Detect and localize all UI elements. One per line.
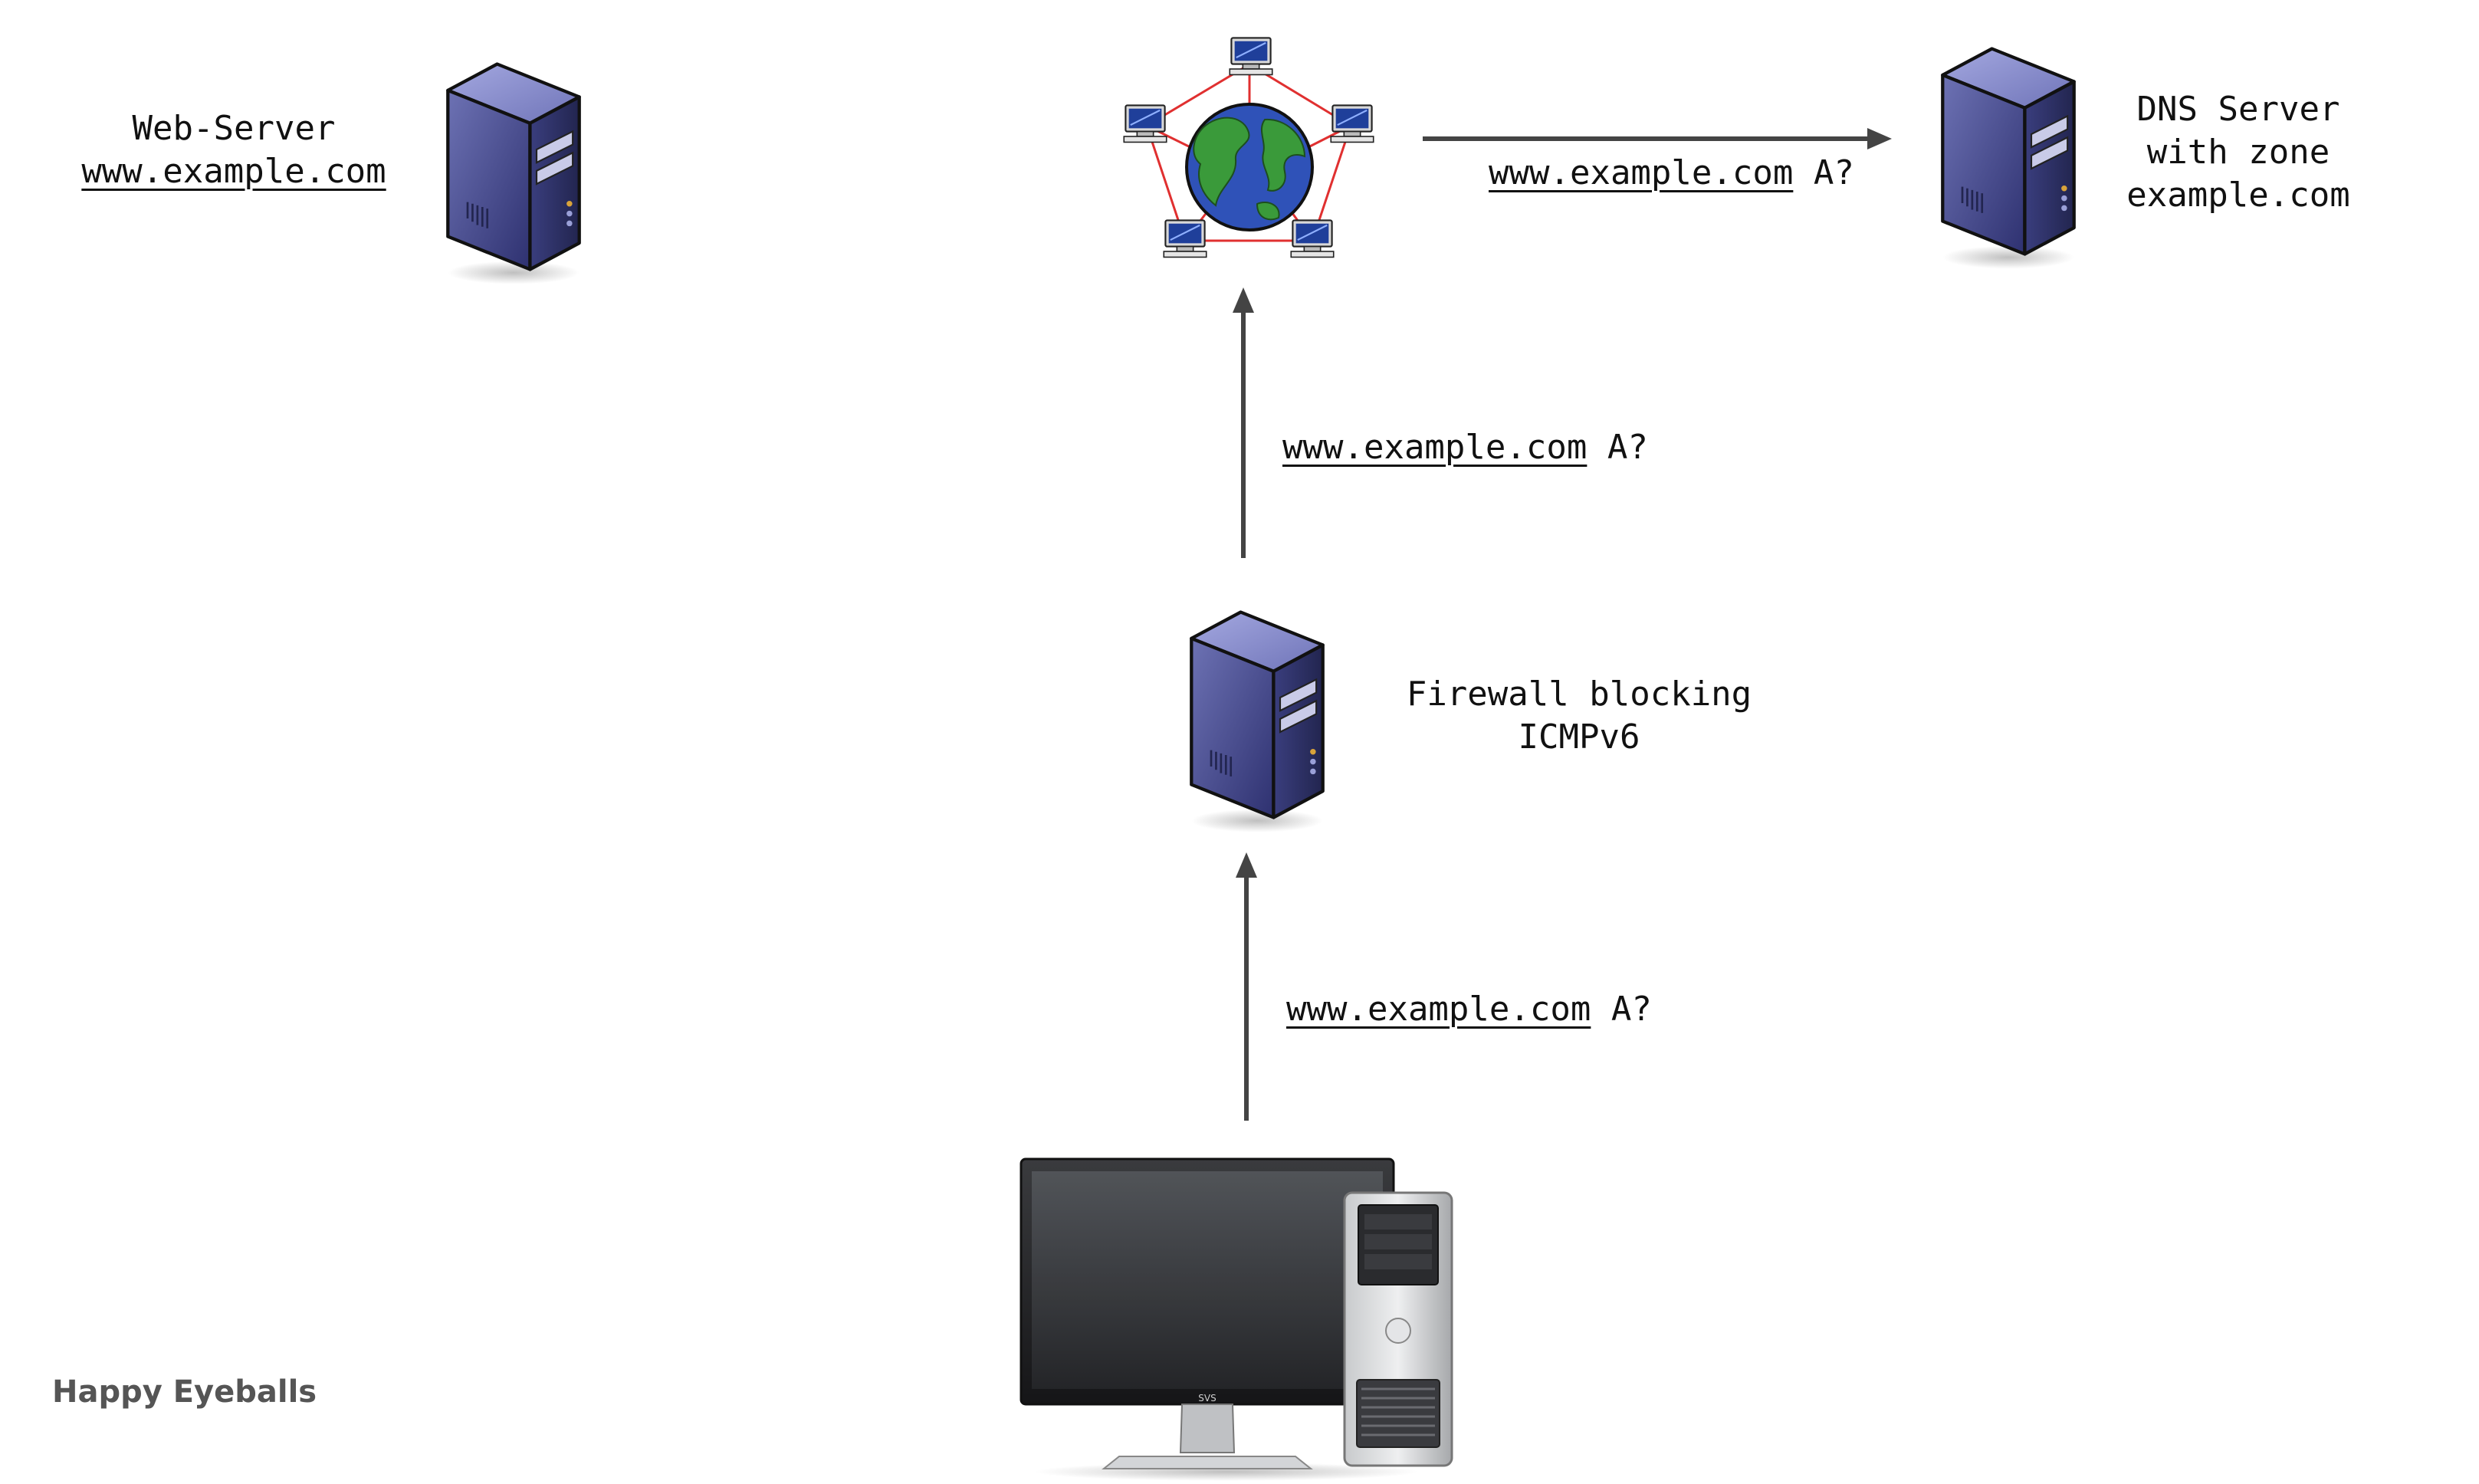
diagram-title: Happy Eyeballs xyxy=(52,1374,317,1410)
edge-label-internet-to-dns: www.example.com A? xyxy=(1489,152,1854,195)
web-server-hostname: www.example.com xyxy=(81,152,386,191)
monitor-brand: SVS xyxy=(1198,1393,1216,1404)
firewall-label: Firewall blocking ICMPv6 xyxy=(1380,673,1778,759)
dns-server-zone: example.com xyxy=(2126,176,2350,215)
dns-server-title: DNS Server xyxy=(2136,90,2340,129)
firewall-title: Firewall blocking xyxy=(1406,675,1752,714)
firewall-protocol: ICMPv6 xyxy=(1518,717,1640,757)
firewall-server-icon xyxy=(1161,606,1353,836)
edge-label-host: www.example.com xyxy=(1282,428,1588,467)
internet-globe-network-icon xyxy=(1123,37,1374,258)
edge-label-host: www.example.com xyxy=(1489,153,1794,192)
edge-label-query: A? xyxy=(1793,153,1854,192)
desktop-computer-icon: SVS xyxy=(1020,1157,1453,1481)
arrow-internet-to-dns xyxy=(1423,128,1892,149)
arrow-firewall-to-internet xyxy=(1233,287,1254,558)
edge-label-firewall-to-internet: www.example.com A? xyxy=(1282,426,1648,469)
dns-server-subtitle: with zone xyxy=(2146,133,2330,172)
edge-label-client-to-firewall: www.example.com A? xyxy=(1286,988,1652,1031)
edge-label-host: www.example.com xyxy=(1286,990,1591,1029)
web-server-title: Web-Server xyxy=(132,109,336,148)
dns-server-label: DNS Server with zone example.com xyxy=(2070,88,2407,217)
web-server-label: Web-Server www.example.com xyxy=(77,107,391,193)
arrow-client-to-firewall xyxy=(1236,852,1257,1121)
edge-label-query: A? xyxy=(1591,990,1652,1029)
edge-label-query: A? xyxy=(1587,428,1648,467)
